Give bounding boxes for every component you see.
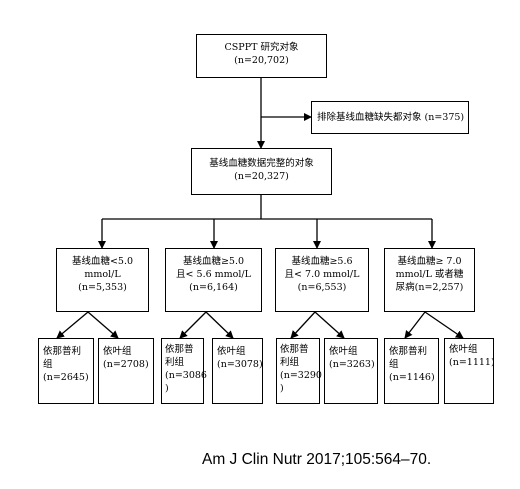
group-box-1: 基线血糖<5.0 mmol/L (n=5,353) — [56, 248, 149, 312]
leaf-8-line-2: (n=1111) — [449, 357, 495, 368]
leaf-1-line-1: 依那普利 — [43, 346, 82, 357]
leaf-8-line-1: 依叶组 — [449, 344, 478, 355]
complete-line-1: 基线血糖数据完整的对象 — [209, 158, 314, 169]
group-4-line-3: 尿病(n=2,257) — [395, 282, 464, 293]
leaf-4-line-1: 依叶组 — [217, 346, 246, 357]
leaf-4-line-3: (n=3078) — [217, 359, 263, 370]
connector-g1-leaf2 — [87, 311, 119, 339]
leaf-box-3: 依那普 利组 (n=3086 ) — [161, 338, 207, 404]
leaf-5-line-2: 利组 — [280, 357, 300, 368]
leaf-2-line-1: 依叶组 — [103, 346, 132, 357]
group-4-line-2: mmol/L 或者糖 — [395, 269, 464, 280]
group-3-line-1: 基线血糖≥5.6 — [291, 256, 353, 267]
group-3-line-2: 且< 7.0 mmol/L — [284, 269, 360, 280]
leaf-box-1: 依那普利 组 (n=2645) — [38, 338, 94, 404]
connector-g1-leaf1 — [56, 311, 89, 339]
connector-g3-leaf1 — [290, 311, 316, 339]
leaf-7-line-2: 组 — [389, 359, 399, 370]
leaf-3-line-1: 依那普 — [165, 344, 194, 355]
group-box-3: 基线血糖≥5.6 且< 7.0 mmol/L (n=6,553) — [275, 248, 369, 312]
leaf-6-line-1: 依叶组 — [329, 346, 358, 357]
connector-g4-leaf2 — [424, 311, 464, 339]
group-3-line-3: (n=6,553) — [297, 282, 347, 293]
leaf-box-7: 依那普利 组 (n=1146) — [384, 338, 439, 404]
leaf-5-line-4: ) — [280, 383, 284, 394]
group-1-line-3: (n=5,353) — [78, 282, 127, 293]
complete-box: 基线血糖数据完整的对象 (n=20,327) — [191, 148, 332, 195]
group-box-4: 基线血糖≥ 7.0 mmol/L 或者糖 尿病(n=2,257) — [384, 248, 475, 312]
excluded-box: 排除基线血糖缺失都对象 (n=375) — [311, 101, 469, 134]
leaf-box-2: 依叶组 (n=2708) — [98, 338, 154, 404]
leaf-3-line-3: (n=3086 — [165, 370, 207, 381]
leaf-5-line-3: (n=3290 — [280, 370, 322, 381]
leaf-1-line-2: 组 — [43, 359, 53, 370]
root-line-2: (n=20,702) — [234, 55, 289, 66]
group-4-line-1: 基线血糖≥ 7.0 — [397, 256, 462, 267]
root-line-1: CSPPT 研究对象 — [224, 42, 299, 53]
leaf-7-line-3: (n=1146) — [389, 372, 435, 383]
group-1-line-1: 基线血糖<5.0 — [71, 256, 134, 267]
leaf-1-line-3: (n=2645) — [43, 372, 89, 383]
leaf-2-line-3: (n=2708) — [103, 359, 149, 370]
leaf-7-line-1: 依那普利 — [389, 346, 428, 357]
leaf-3-line-2: 利组 — [165, 357, 185, 368]
connector-g4-leaf1 — [404, 311, 426, 339]
group-2-line-1: 基线血糖≥5.0 — [182, 256, 245, 267]
leaf-box-5: 依那普 利组 (n=3290 ) — [276, 338, 322, 404]
connector-g3-leaf2 — [314, 311, 345, 339]
citation: Am J Clin Nutr 2017;105:564–70. — [202, 451, 432, 468]
excluded-line-1: 排除基线血糖缺失都对象 (n=375) — [317, 112, 465, 123]
leaf-5-line-1: 依那普 — [280, 344, 309, 355]
leaf-3-line-4: ) — [165, 383, 169, 394]
group-2-line-3: (n=6,164) — [189, 282, 238, 293]
root-box: CSPPT 研究对象 (n=20,702) — [196, 34, 327, 78]
group-box-2: 基线血糖≥5.0 且< 5.6 mmol/L (n=6,164) — [165, 248, 262, 312]
leaf-box-8: 依叶组 (n=1111) — [444, 338, 495, 404]
connector-g2-leaf2 — [205, 311, 234, 339]
complete-line-2: (n=20,327) — [234, 171, 289, 182]
leaf-box-6: 依叶组 (n=3263) — [324, 338, 378, 404]
connector-g2-leaf1 — [179, 311, 207, 339]
leaf-box-4: 依叶组 (n=3078) — [212, 338, 263, 404]
group-2-line-2: 且< 5.6 mmol/L — [176, 269, 251, 280]
leaf-6-line-3: (n=3263) — [329, 359, 375, 370]
group-1-line-2: mmol/L — [84, 269, 121, 280]
